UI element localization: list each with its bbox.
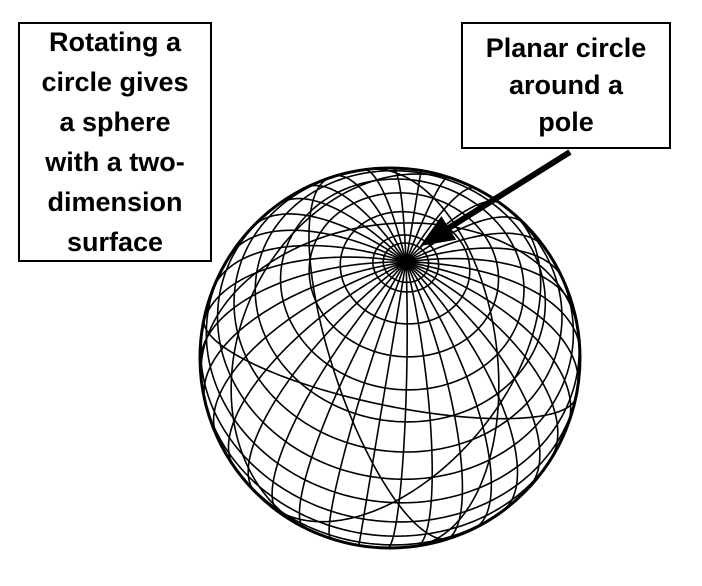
meridian-line-10 xyxy=(405,261,464,541)
meridian-line-32 xyxy=(229,229,407,263)
meridian-line-1 xyxy=(212,261,407,437)
meridian-line-4 xyxy=(271,261,407,513)
caption-line: around a xyxy=(508,70,623,100)
meridian-line-21 xyxy=(405,216,525,263)
meridian-line-30 xyxy=(277,197,407,263)
caption-line: a sphere xyxy=(59,107,171,137)
meridian-line-28 xyxy=(334,174,407,263)
caption-line: circle gives xyxy=(41,67,189,97)
caption-planar-circle: Planar circle around a pole xyxy=(461,22,671,149)
caption-line: with a two- xyxy=(45,147,185,177)
parallel-line-14 xyxy=(279,178,525,391)
meridian-line-11 xyxy=(405,261,493,529)
parallel-line-15 xyxy=(308,192,500,358)
meridian-line-0 xyxy=(203,261,407,402)
meridian-line-20 xyxy=(405,232,547,263)
meridian-line-13 xyxy=(405,261,541,489)
caption-planar-circle-text: Planar circle around a pole xyxy=(486,30,647,141)
caption-line: Planar circle xyxy=(485,33,647,63)
arrow-head xyxy=(420,216,457,246)
meridian-line-16 xyxy=(405,261,579,390)
parallel-line-16 xyxy=(339,210,471,325)
caption-rotating-circle: Rotating a circle gives a sphere with a … xyxy=(18,22,212,262)
parallel-line-17 xyxy=(372,234,440,293)
meridian-line-29 xyxy=(305,184,407,263)
inclined-circle-3 xyxy=(230,173,468,531)
sphere-grid xyxy=(199,167,581,549)
meridian-line-34 xyxy=(201,256,407,328)
arrow-shaft xyxy=(447,149,572,231)
caption-line: dimension xyxy=(47,187,183,217)
inclined-circle-0 xyxy=(308,177,450,540)
caption-line: surface xyxy=(66,227,164,257)
pole-circle-0 xyxy=(382,242,430,284)
caption-line: pole xyxy=(538,107,594,137)
inclined-circle-1 xyxy=(203,319,577,420)
caption-line: Rotating a xyxy=(48,27,181,57)
meridian-line-3 xyxy=(247,261,407,492)
sphere-outline xyxy=(198,166,582,550)
pole-arrow xyxy=(420,149,572,246)
parallel-line-13 xyxy=(254,169,547,423)
caption-rotating-circle-text: Rotating a circle gives a sphere with a … xyxy=(41,22,188,262)
meridian-line-14 xyxy=(405,261,559,460)
inclined-circle-4 xyxy=(367,168,500,548)
meridian-line-9 xyxy=(405,261,434,547)
meridian-line-12 xyxy=(405,261,519,512)
inclined-circle-2 xyxy=(269,212,542,523)
